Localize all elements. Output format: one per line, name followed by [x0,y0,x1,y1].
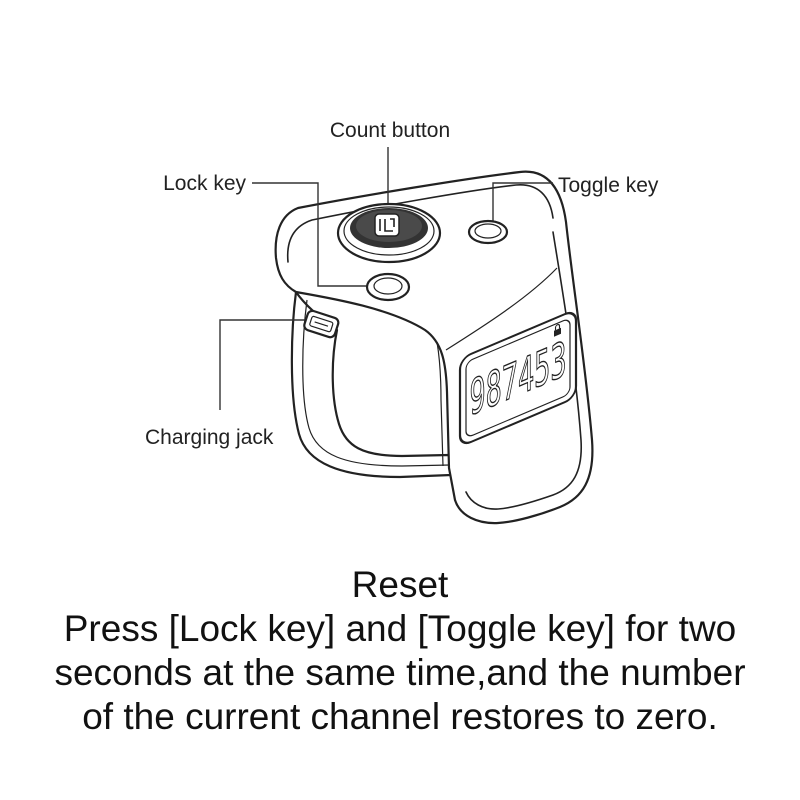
instruction-line: of the current channel restores to zero. [82,696,718,737]
instruction-line: Press [Lock key] and [Toggle key] for tw… [63,608,737,649]
lock-key-leader-line [252,182,368,287]
lcd-screen [465,319,571,437]
lock-key [365,272,411,302]
tally-counter-illustration: 987453 [145,119,659,525]
count-button [336,202,442,264]
reset-instructions: Reset Press [Lock key] and [Toggle key] … [0,563,800,739]
charging-jack [303,309,340,339]
charging-jack-label: Charging jack [145,426,274,449]
lcd-display: 987453 [458,311,578,445]
front-face-left-edge [436,341,444,467]
instruction-line: seconds at the same time,and the number [54,652,746,693]
counter-body [274,170,594,525]
finger-ring-rim [302,299,451,467]
front-face-top-edge [445,267,558,351]
toggle-key-leader-line [492,182,553,222]
charging-jack-leader-line [219,319,309,410]
count-button-label: Count button [330,119,450,142]
lcd-bezel [458,311,578,445]
top-lip-edge [286,184,554,263]
toggle-key [467,219,509,245]
counter-logo-icon [374,213,400,237]
toggle-key-label: Toggle key [558,174,659,197]
reset-title: Reset [351,564,449,605]
lock-key-label: Lock key [163,172,246,195]
lock-icon [554,323,561,337]
